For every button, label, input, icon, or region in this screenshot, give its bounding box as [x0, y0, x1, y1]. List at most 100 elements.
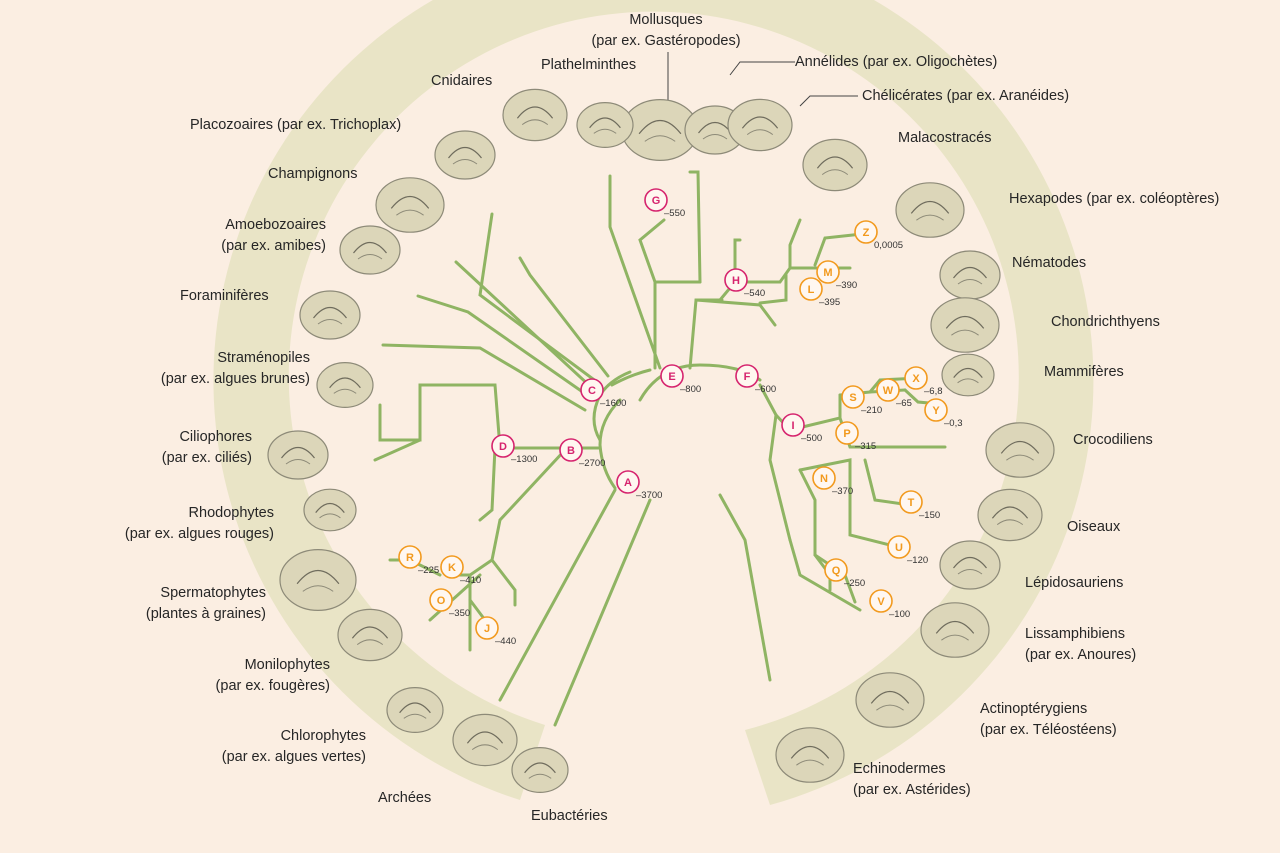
node-marker [440, 555, 464, 579]
tree-branch [610, 368, 652, 387]
node-marker [660, 364, 684, 388]
node-letter: W [883, 385, 894, 397]
label-eubacteries: Eubactéries [531, 808, 608, 824]
tree-branch [718, 238, 742, 302]
node-h: H–540 [724, 268, 765, 299]
label-champignons: Champignons [268, 166, 358, 182]
node-marker [724, 268, 748, 292]
label-foraminiferes: Foraminifères [180, 288, 269, 304]
tree-branch [478, 212, 599, 384]
label-monilophytes: Monilophytes(par ex. fougères) [215, 657, 330, 694]
node-letter: Y [932, 405, 940, 417]
node-q: Q–250 [824, 558, 865, 589]
frog-icon [920, 602, 990, 658]
node-marker [904, 366, 928, 390]
node-value: –350 [449, 608, 470, 619]
node-letter: C [588, 385, 596, 397]
node-letter: D [499, 441, 507, 453]
node-value: –315 [855, 441, 876, 452]
node-t: T–150 [899, 490, 940, 521]
tree-branch [718, 493, 772, 682]
flatworm-icon [576, 101, 634, 148]
node-value: –800 [680, 384, 701, 395]
node-letter: G [652, 195, 661, 207]
node-marker [841, 385, 865, 409]
label-lepidosauriens: Lépidosauriens [1025, 575, 1124, 591]
tree-branch [758, 273, 788, 305]
node-letter: T [908, 497, 915, 509]
label-rhodophytes: Rhodophytes(par ex. algues rouges) [124, 505, 274, 542]
tree-icon [279, 548, 357, 611]
node-letter: R [406, 552, 414, 564]
label-cnidaires: Cnidaires [431, 73, 493, 89]
node-letter: O [437, 595, 446, 607]
brown-algae-icon [316, 362, 374, 409]
label-lissamphibiens: Lissamphibiens(par ex. Anoures) [1025, 626, 1137, 663]
tree-branch [694, 298, 777, 327]
node-letter: F [744, 371, 751, 383]
node-u: U–120 [887, 535, 928, 566]
node-letter: X [912, 373, 920, 385]
node-value: –2700 [579, 458, 605, 469]
node-letter: K [448, 562, 456, 574]
tree-branch [598, 398, 622, 490]
node-marker [475, 616, 499, 640]
node-l: L–395 [799, 277, 840, 308]
node-e: E –800 [660, 364, 701, 395]
trichoplax-icon [434, 130, 496, 180]
node-value: –440 [495, 636, 516, 647]
tree-branch [518, 256, 610, 378]
node-p: P–315 [835, 421, 876, 452]
label-hexapodes: Hexapodes (par ex. coléoptères) [1009, 191, 1220, 207]
node-marker [580, 378, 604, 402]
node-letter: B [567, 445, 575, 457]
label-actinopterygiens: Actinoptérygiens(par ex. Téléostéens) [980, 701, 1117, 738]
tree-branch [688, 298, 724, 370]
node-a: A–3700 [616, 470, 662, 501]
tree-branch [468, 598, 487, 622]
node-d: D–1300 [491, 434, 537, 465]
node-value: –210 [861, 405, 882, 416]
crab-icon [802, 138, 868, 192]
label-plathelminthes: Plathelminthes [541, 57, 637, 73]
node-marker [735, 364, 759, 388]
label-chelicerates: Chélicérates (par ex. Aranéides) [862, 88, 1070, 104]
node-g: G–550 [644, 188, 685, 219]
node-value: –6,8 [924, 386, 943, 397]
fish-icon [855, 672, 925, 728]
node-marker [559, 438, 583, 462]
node-s: S–210 [841, 385, 882, 416]
label-amoebozoaires: Amoebozoaires(par ex. amibes) [221, 217, 326, 254]
node-value: –225 [418, 565, 439, 576]
tree-branch [378, 383, 602, 450]
node-value: 0,0005 [874, 240, 903, 251]
node-letter: H [732, 275, 740, 287]
node-marker [876, 378, 900, 402]
label-stramenopiles: Straménopiles(par ex. algues brunes) [160, 350, 310, 387]
label-placozoaires: Placozoaires (par ex. Trichoplax) [190, 117, 402, 133]
tree-branch [553, 498, 652, 727]
jellyfish-icon [502, 88, 568, 142]
tree-branch [478, 446, 497, 522]
node-letter: U [895, 542, 903, 554]
label-malacostraces: Malacostracés [898, 130, 992, 146]
label-chlorophytes: Chlorophytes(par ex. algues vertes) [221, 728, 366, 765]
node-letter: E [668, 371, 675, 383]
fern-icon [337, 608, 403, 662]
archaea-icon [452, 713, 518, 767]
tree-branch [798, 458, 892, 547]
tree-branch [788, 538, 862, 612]
tree-branch [608, 174, 662, 370]
shark-icon [930, 297, 1000, 353]
node-y: Y–0,3 [924, 398, 963, 429]
node-letter: L [808, 284, 815, 296]
tree-branch [381, 343, 587, 412]
tree-branch [373, 438, 422, 462]
node-marker [816, 260, 840, 284]
node-f: F–600 [735, 364, 776, 395]
tree-branch [733, 266, 792, 284]
starfish-icon [775, 727, 845, 783]
node-k: K–410 [440, 555, 481, 586]
node-letter: J [484, 623, 490, 635]
